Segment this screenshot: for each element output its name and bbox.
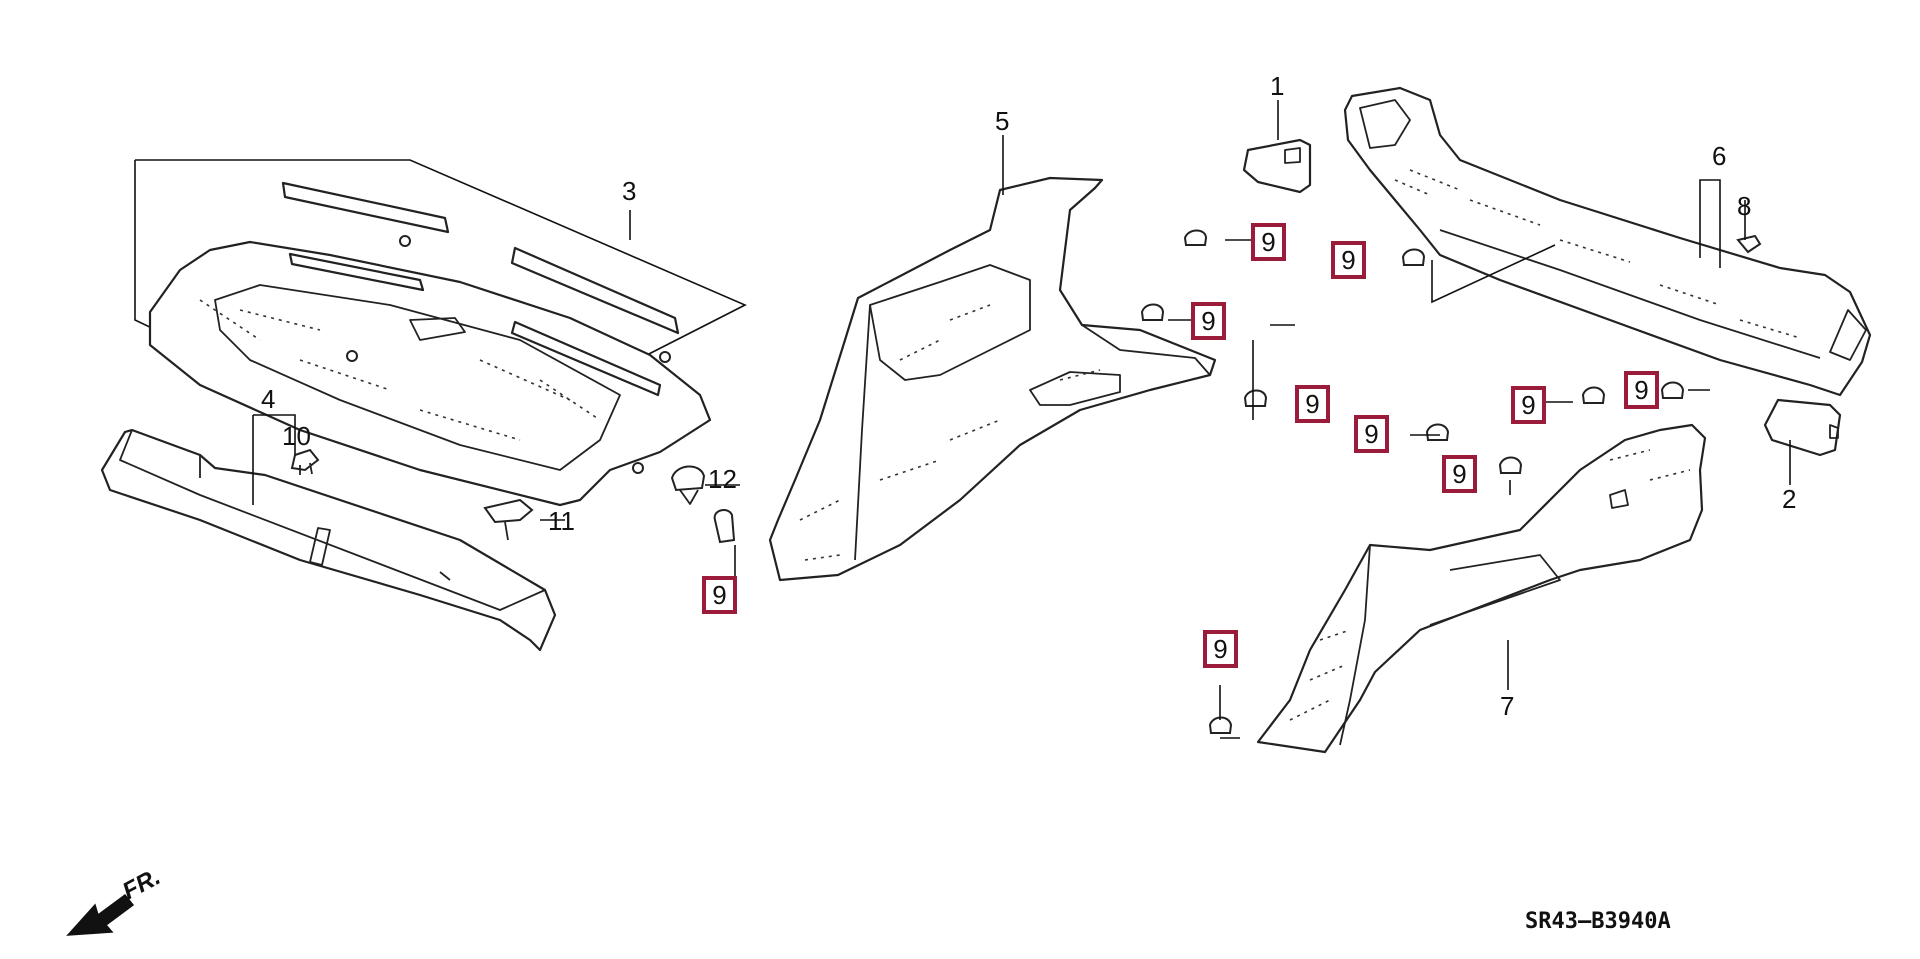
fastener-label-9: 9	[1511, 386, 1546, 424]
svg-text:9: 9	[1213, 634, 1227, 664]
right-side-trim-part	[1256, 423, 1707, 754]
callout-12: 12	[708, 464, 737, 494]
callout-3: 3	[622, 176, 636, 206]
clip-11	[483, 498, 534, 541]
svg-text:9: 9	[1305, 389, 1319, 419]
fastener-label-9: 9	[1191, 302, 1226, 340]
rear-panel-upper-part	[1343, 86, 1872, 397]
callout-labels: 3 5 1 6 8 2 7 4 10 11 12	[261, 71, 1796, 721]
svg-text:9: 9	[1341, 245, 1355, 275]
fastener-label-9: 9	[1624, 371, 1659, 409]
callout-6: 6	[1712, 141, 1726, 171]
fastener-label-9: 9	[1442, 455, 1477, 493]
front-direction-indicator: FR.	[66, 863, 165, 936]
callout-11: 11	[548, 506, 575, 536]
callout-8: 8	[1737, 191, 1751, 221]
svg-text:9: 9	[1364, 419, 1378, 449]
cap-part-2	[1763, 398, 1842, 457]
fastener-label-9: 9	[1251, 223, 1286, 261]
fastener-labels: 9 9 9 9 9 9 9 9 9 9	[702, 223, 1659, 668]
fastener-label-9: 9	[1331, 241, 1366, 279]
callout-1: 1	[1270, 71, 1284, 101]
callout-4: 4	[261, 384, 275, 414]
callout-2: 2	[1782, 484, 1796, 514]
fastener-label-9: 9	[1203, 630, 1238, 668]
svg-text:9: 9	[712, 580, 726, 610]
svg-text:9: 9	[1521, 390, 1535, 420]
left-side-trim-part	[768, 176, 1217, 582]
rear-panel-trim-part	[100, 428, 557, 652]
leader-lines	[252, 100, 1791, 739]
front-arrow-icon	[66, 893, 135, 936]
fastener-label-9: 9	[1354, 415, 1389, 453]
svg-text:9: 9	[1201, 306, 1215, 336]
fastener-label-9: 9	[702, 576, 737, 614]
callout-10: 10	[282, 421, 311, 451]
clip-10	[290, 448, 320, 475]
svg-text:9: 9	[1261, 227, 1275, 257]
callout-7: 7	[1500, 691, 1514, 721]
fastener-clips	[713, 229, 1762, 734]
svg-text:9: 9	[1452, 459, 1466, 489]
svg-text:9: 9	[1634, 375, 1648, 405]
clip-12	[670, 465, 706, 505]
fastener-label-9: 9	[1295, 385, 1330, 423]
callout-5: 5	[995, 106, 1009, 136]
diagram-code: SR43–B3940A	[1525, 909, 1671, 934]
rear-shelf-part	[134, 159, 747, 507]
cap-part-1	[1242, 138, 1312, 194]
